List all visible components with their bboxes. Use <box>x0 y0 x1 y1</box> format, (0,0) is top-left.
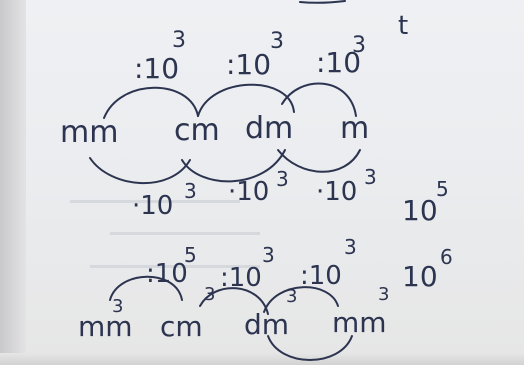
top-bottom-op-2-exp: 3 <box>276 167 289 191</box>
top-lower-arc-3 <box>277 149 361 173</box>
top-bottom-op-2: ·10 <box>228 177 269 207</box>
bottom-upper-arc-3 <box>263 286 339 313</box>
bottom-op-1: :10 <box>146 259 188 289</box>
show-through-line <box>90 265 260 268</box>
top-upper-arc-1 <box>103 86 199 119</box>
top-mark: t <box>398 11 408 41</box>
top-op-3: :10 <box>316 46 361 79</box>
paper-shadow-left <box>0 0 26 365</box>
top-lower-arc-1 <box>89 157 191 184</box>
top-stroke <box>299 0 346 4</box>
bottom-unit-mm: mm <box>78 310 133 343</box>
top-op-1-exp: 3 <box>172 28 186 53</box>
top-op-2-exp: 3 <box>270 29 284 54</box>
bottom-unit-cm-exp: 3 <box>204 284 215 305</box>
top-upper-arc-2 <box>197 83 295 117</box>
show-through-line <box>70 200 240 203</box>
top-unit-cm: cm <box>174 113 220 148</box>
bottom-op-2-exp: 3 <box>262 243 275 267</box>
side-note-top-exp: 5 <box>436 177 449 201</box>
bottom-upper-arc-2 <box>199 287 269 315</box>
top-unit-dm: dm <box>245 111 293 146</box>
top-bottom-op-3: ·10 <box>316 177 357 207</box>
bottom-op-3-exp: 3 <box>344 235 357 259</box>
top-unit-m: m <box>340 111 369 146</box>
bottom-upper-arc-1 <box>109 275 183 301</box>
top-op-1: :10 <box>134 52 179 85</box>
bottom-unit-dm: dm <box>244 308 289 341</box>
top-bottom-op-1-exp: 3 <box>184 179 197 203</box>
bottom-unit-dm-exp: 3 <box>286 286 297 307</box>
top-bottom-op-3-exp: 3 <box>364 165 377 189</box>
bottom-unit-cm: cm <box>160 310 203 343</box>
show-through-line <box>110 232 260 235</box>
paper-shadow-bottom <box>0 353 524 365</box>
bottom-op-1-exp: 5 <box>184 243 197 267</box>
side-note-bottom: 10 <box>402 260 438 293</box>
bottom-op-3: :10 <box>300 261 342 291</box>
top-upper-arc-3 <box>281 82 357 117</box>
top-unit-mm: mm <box>60 115 118 150</box>
top-op-3-exp: 3 <box>352 33 366 58</box>
side-note-bottom-exp: 6 <box>440 245 453 269</box>
bottom-unit-mm-last: mm <box>332 306 387 339</box>
side-note-top: 10 <box>402 194 438 227</box>
top-op-2: :10 <box>226 48 271 81</box>
bottom-unit-mm-exp: 3 <box>112 296 123 317</box>
top-bottom-op-1: ·10 <box>132 191 173 221</box>
top-lower-arc-2 <box>181 149 286 183</box>
bottom-lower-arc <box>267 335 353 361</box>
bottom-unit-mm-last-exp: 3 <box>378 284 389 305</box>
